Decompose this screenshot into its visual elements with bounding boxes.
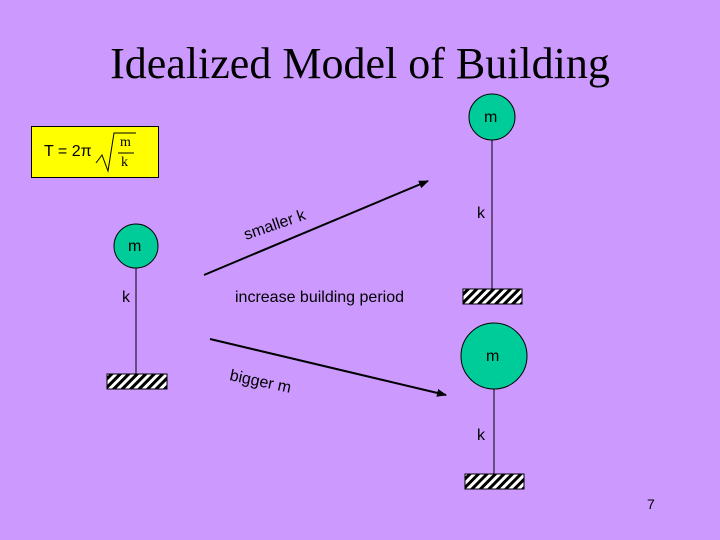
slide-title: Idealized Model of Building — [110, 39, 610, 88]
middle-mass-circle — [113, 223, 159, 269]
middle-mass-label: m — [128, 238, 142, 255]
lower-arrow — [209, 338, 447, 397]
upper-arrow-label: smaller k — [242, 207, 309, 244]
bottom-right-ground-icon — [464, 473, 525, 490]
top-right-spring-label: k — [477, 205, 485, 222]
top-right-mass-label: m — [484, 109, 498, 126]
page-number: 7 — [647, 496, 655, 512]
upper-arrow — [203, 180, 429, 276]
middle-spring-label: k — [122, 289, 130, 306]
middle-ground-icon — [106, 373, 168, 390]
formula-lhs: T = 2π — [44, 143, 92, 160]
formula-box: T = 2π m k — [31, 126, 159, 178]
center-caption: increase building period — [235, 289, 404, 306]
bottom-right-spring-label: k — [477, 427, 485, 444]
top-right-ground-icon — [462, 288, 523, 305]
top-right-mass-circle — [468, 93, 516, 141]
bottom-right-mass-label: m — [486, 348, 500, 365]
bottom-right-mass-circle — [460, 322, 528, 390]
lower-arrow-label: bigger m — [228, 367, 292, 397]
formula-denominator: k — [121, 155, 128, 170]
radical-sign-icon — [95, 132, 136, 173]
formula-numerator: m — [120, 135, 131, 150]
